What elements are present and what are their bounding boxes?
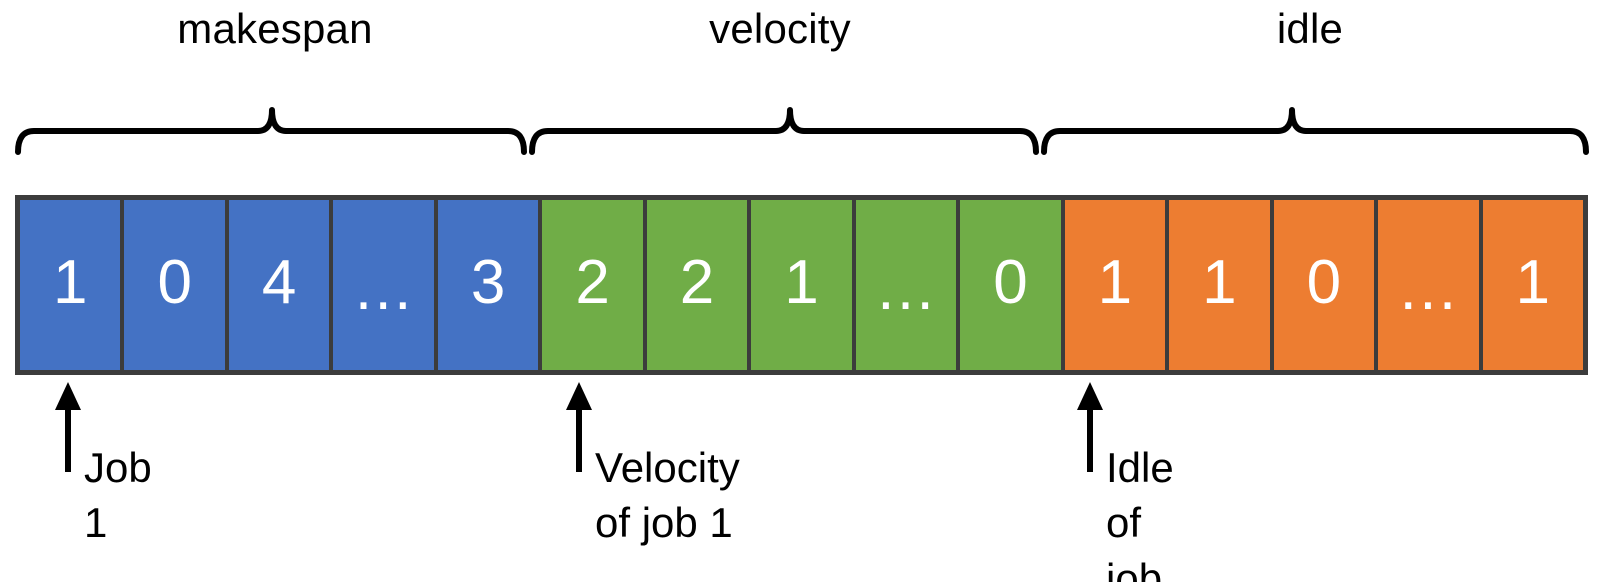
cell-makespan-2[interactable]: 0 (124, 200, 229, 370)
cell-value: 1 (784, 248, 819, 317)
group-label-idle: idle (1276, 5, 1344, 52)
cell-value: 4 (261, 248, 297, 317)
cell-velocity-3[interactable]: 1 (751, 200, 856, 370)
callout-label-job-1: Job 1 (84, 444, 152, 547)
brace-makespan (15, 107, 527, 155)
cell-value: 1 (1202, 248, 1237, 317)
cell-value: 0 (993, 248, 1028, 317)
cell-idle-1[interactable]: 1 (1064, 200, 1170, 370)
up-arrow-icon (1077, 382, 1103, 472)
brace-group (15, 107, 1589, 155)
cell-value: 1 (1097, 248, 1133, 317)
cell-makespan-ellipsis[interactable]: … (333, 200, 438, 370)
cell-idle-2[interactable]: 1 (1169, 200, 1274, 370)
cell-value: … (874, 254, 938, 323)
group-label-makespan: makespan (177, 5, 373, 52)
cell-idle-ellipsis[interactable]: … (1378, 200, 1483, 370)
cell-velocity-ellipsis[interactable]: … (855, 200, 961, 370)
callout-label-velocity-of-job-1: Velocity of job 1 (595, 444, 740, 547)
group-label-velocity: velocity (709, 5, 851, 52)
cell-value: 0 (157, 248, 192, 317)
cell-value: 0 (1306, 248, 1342, 317)
cell-velocity-last[interactable]: 0 (960, 200, 1065, 370)
cell-value: … (1396, 254, 1460, 323)
cell-value: … (352, 254, 416, 323)
up-arrow-icon (55, 382, 81, 472)
callout-label-idle-of-job-1: Idle of job 1 (1106, 444, 1174, 582)
chromosome-strip: 1 0 4 … 3 2 2 1 … 0 1 (15, 195, 1588, 375)
cell-value: 3 (470, 248, 506, 317)
cell-value: 1 (1515, 248, 1551, 317)
up-arrow-icon (566, 382, 592, 472)
cell-makespan-last[interactable]: 3 (437, 200, 543, 370)
brace-idle (1041, 107, 1589, 155)
cell-idle-3[interactable]: 0 (1273, 200, 1379, 370)
cell-idle-last[interactable]: 1 (1482, 200, 1584, 370)
cell-makespan-1[interactable]: 1 (20, 200, 125, 370)
cell-value: 2 (575, 248, 610, 317)
cell-value: 1 (52, 248, 88, 317)
cell-velocity-2[interactable]: 2 (646, 200, 752, 370)
brace-velocity (529, 107, 1039, 155)
cell-velocity-1[interactable]: 2 (542, 200, 647, 370)
cell-makespan-3[interactable]: 4 (228, 200, 334, 370)
cell-value: 2 (679, 248, 715, 317)
